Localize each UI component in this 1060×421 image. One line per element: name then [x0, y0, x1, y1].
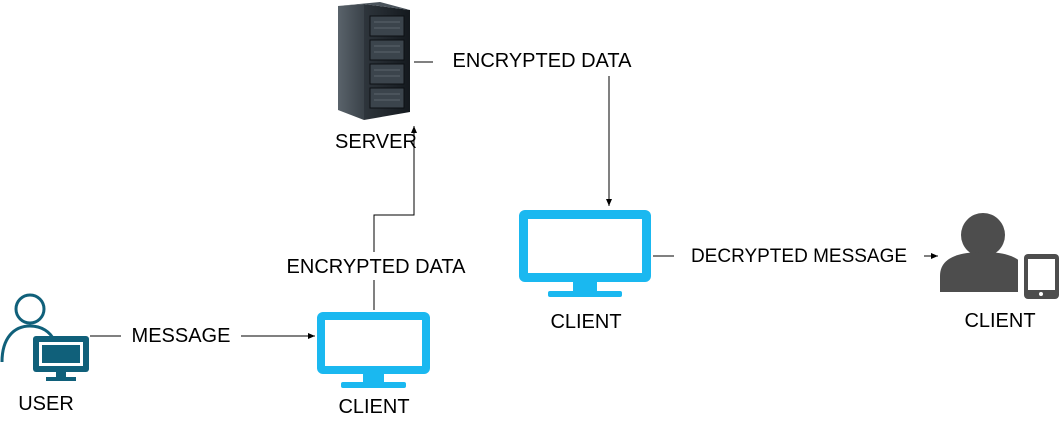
edge-label-encrypted-data-upper: ENCRYPTED DATA	[453, 50, 633, 72]
client-sender-monitor-icon	[317, 312, 430, 388]
user-label: USER	[18, 393, 74, 415]
user-with-tablet-icon	[940, 213, 1060, 302]
edge-label-message: MESSAGE	[132, 325, 231, 347]
server-rack-icon	[338, 2, 410, 120]
edge-label-decrypted-message: DECRYPTED MESSAGE	[691, 246, 907, 267]
client-receiver-label: CLIENT	[550, 311, 621, 333]
client-receiver-monitor-icon	[519, 210, 651, 297]
edge-label-encrypted-data-lower: ENCRYPTED DATA	[287, 256, 467, 278]
server-label: SERVER	[335, 131, 417, 153]
edge-client-to-server-upper	[373, 126, 417, 252]
client-end-label: CLIENT	[964, 310, 1035, 332]
user-with-monitor-icon	[0, 293, 89, 381]
client-sender-label: CLIENT	[338, 396, 409, 418]
